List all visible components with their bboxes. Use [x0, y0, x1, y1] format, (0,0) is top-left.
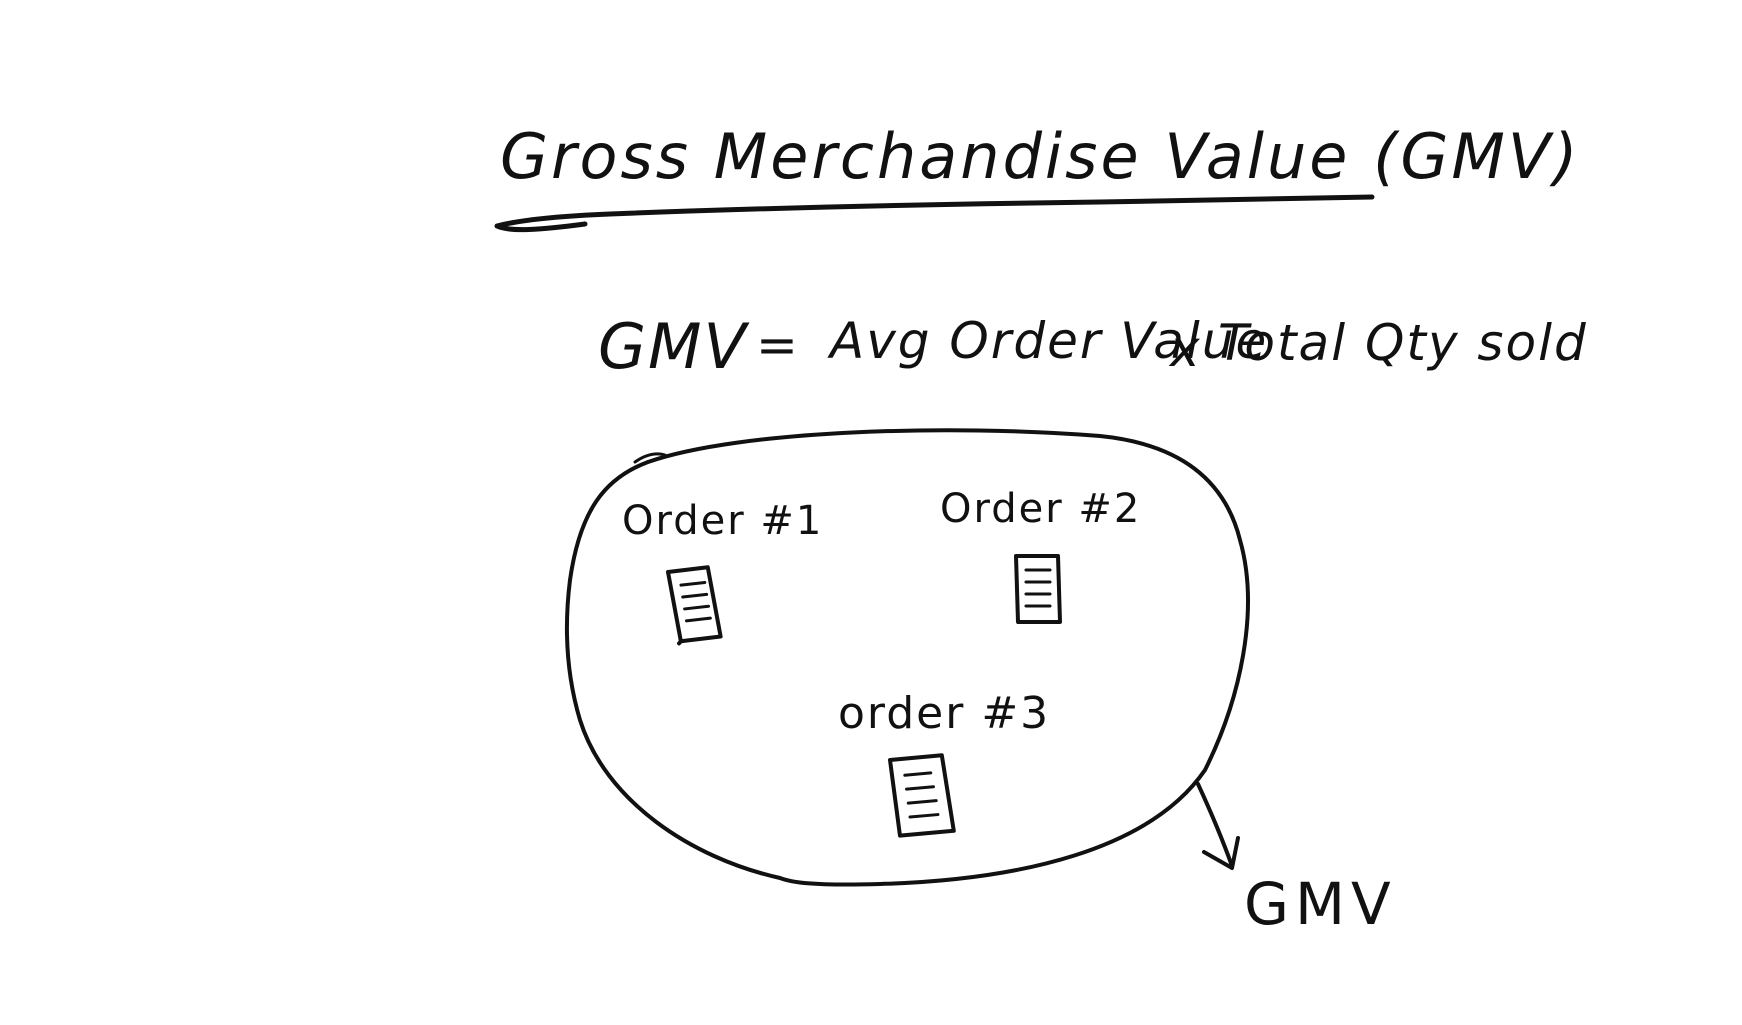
formula-term-avg-order-value: Avg Order Value [827, 312, 1268, 370]
order-2-label: Order #2 [940, 486, 1141, 532]
order-2: Order #2 [940, 486, 1141, 624]
receipt-icon [888, 753, 956, 838]
result-arrow [1196, 782, 1240, 870]
orders-boundary-blob [565, 428, 1250, 887]
formula-equals: = [756, 316, 800, 374]
formula-operator: x [1168, 320, 1202, 378]
formula-term-total-qty-sold: Total Qty sold [1218, 314, 1588, 372]
blob-start-tick [633, 452, 667, 464]
order-1: Order #1 [622, 498, 823, 646]
order-1-label: Order #1 [622, 498, 823, 544]
formula-lhs: GMV [598, 310, 751, 383]
order-3-label: order #3 [838, 688, 1050, 739]
order-3: order #3 [838, 688, 1050, 838]
result-gmv-label: GMV [1244, 870, 1397, 938]
formula-group: GMV = Avg Order Value x Total Qty sold [598, 310, 1588, 383]
title-group: Gross Merchandise Value (GMV) [494, 120, 1580, 233]
receipt-icon [1014, 554, 1062, 624]
title-underline [494, 194, 1375, 233]
receipt-icon [666, 565, 723, 646]
diagram-title: Gross Merchandise Value (GMV) [500, 120, 1580, 193]
